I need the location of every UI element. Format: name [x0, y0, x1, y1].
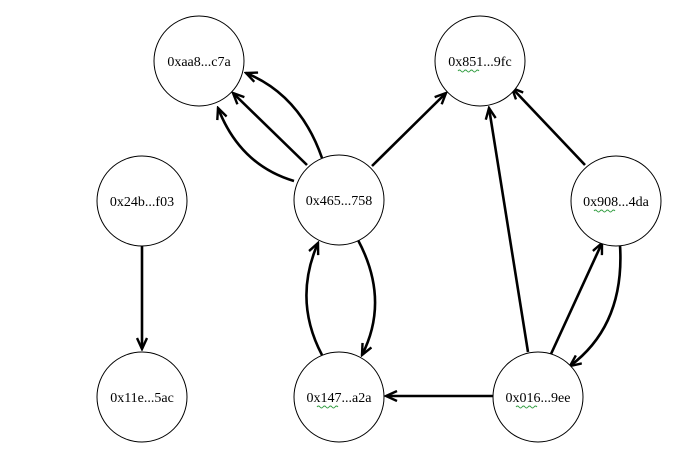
- node-016-circle: [492, 351, 584, 443]
- node-908-label: 0x908...4da: [583, 195, 650, 210]
- node-aa8: 0xaa8...c7a: [153, 15, 245, 107]
- node-465-label: 0x465...758: [306, 194, 373, 209]
- node-851-label: 0x851...9fc: [448, 55, 511, 70]
- node-851-circle: [434, 15, 526, 107]
- node-24b-circle: [96, 155, 188, 247]
- edge-147-to-465: [305, 243, 324, 356]
- edge-465-to-147: [356, 239, 377, 355]
- node-465: 0x465...758: [293, 154, 385, 246]
- node-851: 0x851...9fc: [434, 15, 526, 107]
- edge-016-to-908: [549, 243, 602, 355]
- node-11e-label: 0x11e...5ac: [110, 391, 174, 406]
- edge-908-to-016: [570, 244, 622, 366]
- node-908-circle: [570, 155, 662, 247]
- node-465-circle: [293, 154, 385, 246]
- edge-016-to-851: [489, 108, 530, 353]
- node-11e-circle: [96, 351, 188, 443]
- edges-layer: [142, 73, 622, 396]
- node-11e: 0x11e...5ac: [96, 351, 188, 443]
- edge-908-to-851: [512, 88, 586, 166]
- node-908-spellcheck-underline: [593, 209, 616, 213]
- node-147: 0x147...a2a: [293, 351, 385, 443]
- node-147-circle: [293, 351, 385, 443]
- node-016: 0x016...9ee: [492, 351, 584, 443]
- edge-465-to-aa8-outer-curve: [246, 73, 324, 159]
- node-aa8-circle: [153, 15, 245, 107]
- node-24b: 0x24b...f03: [96, 155, 188, 247]
- edge-465-to-aa8-straight: [233, 93, 308, 166]
- node-147-label: 0x147...a2a: [307, 391, 373, 406]
- node-016-label: 0x016...9ee: [506, 391, 571, 406]
- node-851-spellcheck-underline: [457, 69, 480, 73]
- node-24b-label: 0x24b...f03: [110, 195, 174, 210]
- node-908: 0x908...4da: [570, 155, 662, 247]
- node-aa8-label: 0xaa8...c7a: [167, 55, 231, 70]
- edge-465-to-aa8-inner-curve: [218, 108, 295, 183]
- node-016-spellcheck-underline: [515, 405, 538, 409]
- edge-465-to-851: [371, 93, 446, 167]
- nodes-layer: 0xaa8...c7a 0x851...9fc 0x24b...f03 0x46…: [96, 15, 662, 443]
- node-147-spellcheck-underline: [316, 405, 339, 409]
